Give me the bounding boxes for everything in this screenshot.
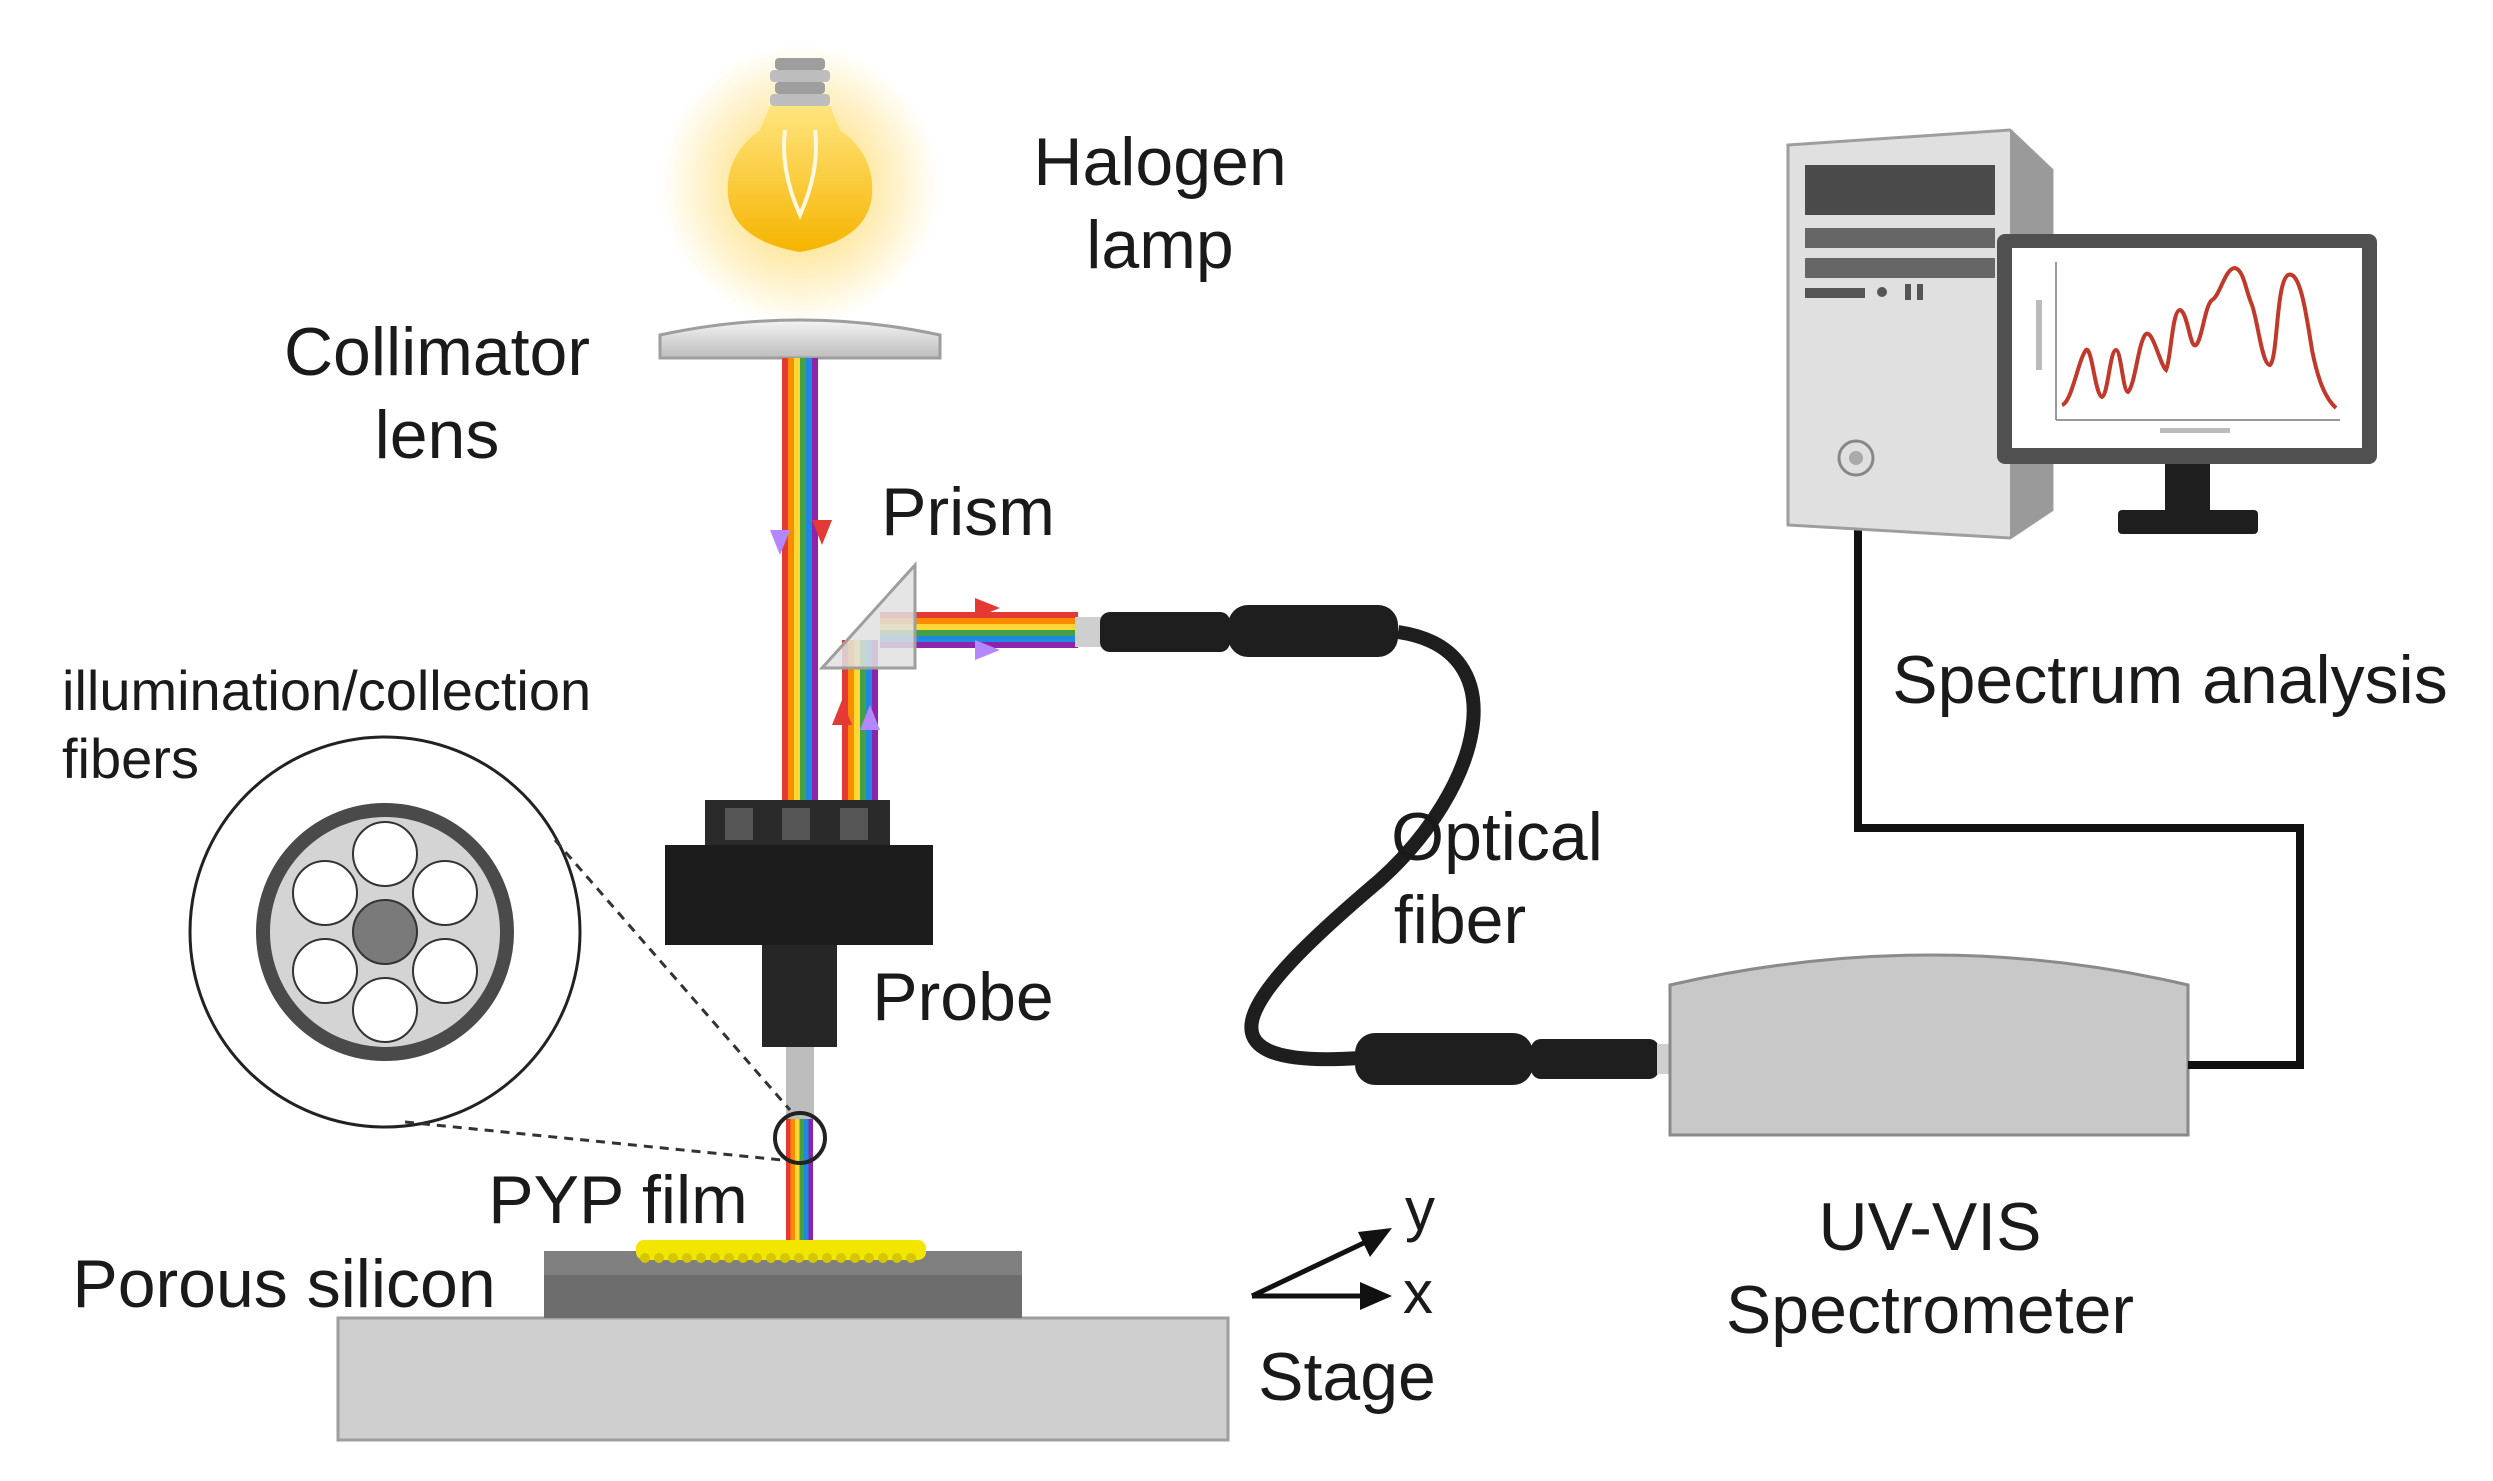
beam-stripe xyxy=(848,640,854,800)
beam-stripe xyxy=(804,1119,809,1240)
probe-label: Probe xyxy=(872,959,1053,1035)
stage-label: Stage xyxy=(1258,1339,1436,1415)
film-texture-dot xyxy=(836,1253,846,1263)
film-texture-dot xyxy=(822,1253,832,1263)
data-cable xyxy=(1854,290,2304,1069)
beam-stripe xyxy=(880,618,1078,624)
pyp-film xyxy=(636,1240,926,1263)
beam-direction-arrows xyxy=(770,520,1000,730)
beam-stripe xyxy=(782,358,788,800)
svg-text:Optical: Optical xyxy=(1391,799,1603,875)
vertical-beam xyxy=(782,358,818,800)
collimator-lens xyxy=(658,318,942,360)
beam-stripe xyxy=(790,1119,795,1240)
light-bulb-icon xyxy=(660,45,940,325)
svg-text:lamp: lamp xyxy=(1086,207,1233,283)
beam-stripe xyxy=(788,358,794,800)
svg-text:fiber: fiber xyxy=(1394,882,1526,958)
spectrometer-label: UV-VIS Spectrometer xyxy=(1726,1189,2134,1348)
film-texture-dot xyxy=(724,1253,734,1263)
beam-stripe xyxy=(880,630,1078,636)
spectrometer xyxy=(1668,953,2190,1137)
svg-text:Spectrometer: Spectrometer xyxy=(1726,1272,2134,1348)
film-texture-dot xyxy=(682,1253,692,1263)
svg-text:Porous silicon: Porous silicon xyxy=(72,1246,495,1322)
spectrum-analysis-label: Spectrum analysis xyxy=(1892,642,2448,718)
beam-stripe xyxy=(808,1119,813,1240)
svg-text:Prism: Prism xyxy=(881,474,1055,550)
xy-axes: y x xyxy=(1250,1176,1435,1326)
svg-text:PYP film: PYP film xyxy=(488,1162,747,1238)
film-texture-dot xyxy=(780,1253,790,1263)
prism xyxy=(818,561,917,670)
film-texture-dot xyxy=(710,1253,720,1263)
optical-fiber-label: Optical fiber xyxy=(1391,799,1603,958)
film-texture-dot xyxy=(640,1253,650,1263)
svg-text:lens: lens xyxy=(375,397,500,473)
film-texture-dot xyxy=(752,1253,762,1263)
beam-stripe xyxy=(880,636,1078,642)
svg-text:Collimator: Collimator xyxy=(284,314,590,390)
svg-text:y: y xyxy=(1405,1176,1435,1243)
collimator-lens-label: Collimator lens xyxy=(284,314,590,473)
svg-text:x: x xyxy=(1403,1259,1433,1326)
fiber-inset xyxy=(188,735,827,1165)
halogen-lamp-label: Halogen lamp xyxy=(1033,124,1286,283)
beam-stripe xyxy=(812,358,818,800)
beam-stripe xyxy=(794,358,800,800)
film-texture-dot xyxy=(766,1253,776,1263)
fibers-label: illumination/collection fibers xyxy=(62,659,591,790)
film-texture-dot xyxy=(878,1253,888,1263)
beam-stripe xyxy=(854,640,860,800)
beam-stripe xyxy=(786,1119,791,1240)
beam-stripe xyxy=(795,1119,800,1240)
film-texture-dot xyxy=(738,1253,748,1263)
monitor-icon xyxy=(1997,234,2377,534)
prism-label: Prism xyxy=(881,474,1055,550)
svg-text:Stage: Stage xyxy=(1258,1339,1436,1415)
film-texture-dot xyxy=(892,1253,902,1263)
film-texture-dot xyxy=(668,1253,678,1263)
film-texture-dot xyxy=(794,1253,804,1263)
film-texture-dot xyxy=(850,1253,860,1263)
svg-text:Halogen: Halogen xyxy=(1033,124,1286,200)
beam-stripe xyxy=(806,358,812,800)
probe xyxy=(665,800,933,1119)
svg-text:UV-VIS: UV-VIS xyxy=(1819,1189,2042,1265)
svg-text:illumination/collection: illumination/collection xyxy=(62,659,591,722)
film-texture-dot xyxy=(654,1253,664,1263)
beam-stripe xyxy=(799,1119,804,1240)
pyp-film-label: PYP film xyxy=(488,1162,747,1238)
stage xyxy=(336,1316,1230,1442)
film-texture-dot xyxy=(696,1253,706,1263)
svg-text:fibers: fibers xyxy=(62,727,199,790)
sample-beam xyxy=(786,1119,813,1240)
beam-stripe xyxy=(800,358,806,800)
optical-fiber xyxy=(1075,605,1685,1085)
porous-silicon-label: Porous silicon xyxy=(72,1246,495,1322)
beam-stripe xyxy=(880,624,1078,630)
film-texture-dot xyxy=(864,1253,874,1263)
beam-stripe xyxy=(860,640,866,800)
svg-text:Spectrum analysis: Spectrum analysis xyxy=(1892,642,2448,718)
svg-text:Probe: Probe xyxy=(872,959,1053,1035)
film-texture-dot xyxy=(808,1253,818,1263)
film-texture-dot xyxy=(906,1253,916,1263)
